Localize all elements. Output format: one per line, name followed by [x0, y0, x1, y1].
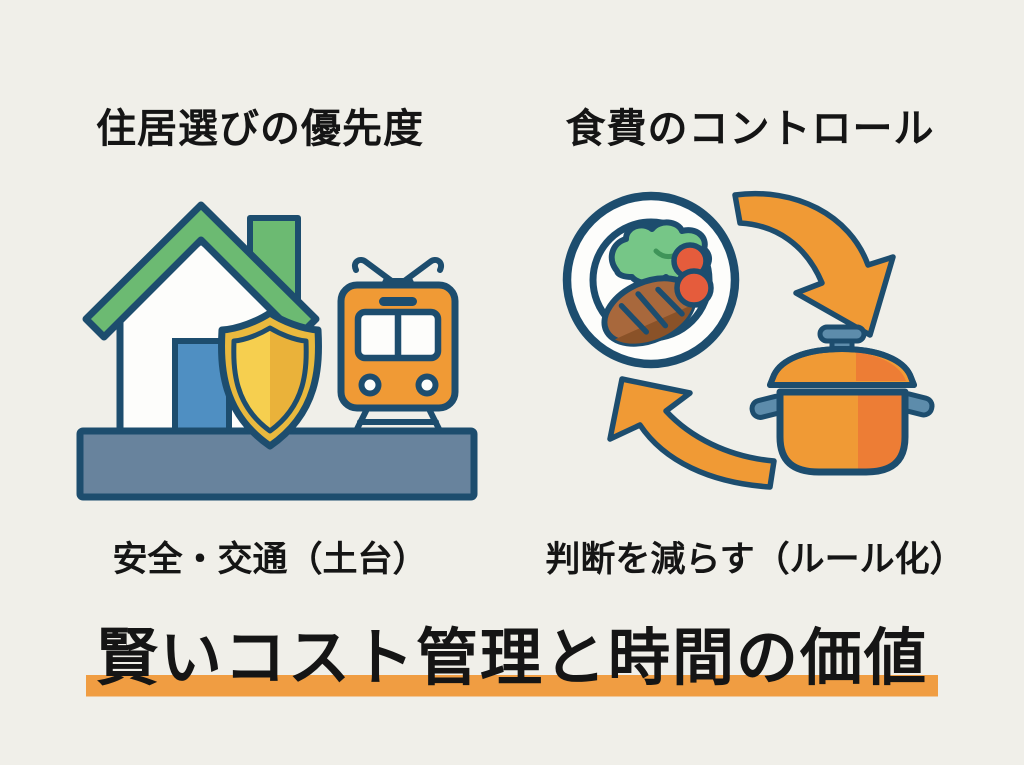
- tomato: [674, 268, 714, 308]
- shield-icon: [218, 309, 322, 450]
- right-panel-caption: 判断を減らす（ルール化）: [545, 540, 965, 579]
- main-title: 賢いコスト管理と時間の価値: [0, 620, 1024, 699]
- left-panel-heading: 住居選びの優先度: [96, 107, 424, 151]
- pot-body: [776, 388, 909, 476]
- main-title-highlight: 賢いコスト管理と時間の価値: [85, 624, 938, 699]
- clockwise-arrow-top-icon: [732, 190, 896, 338]
- cooking-pot-icon: [749, 324, 935, 476]
- train-icon: [337, 257, 459, 438]
- meal-cycle-illustration: [562, 190, 935, 490]
- housing-illustration: [76, 201, 478, 501]
- left-panel-caption: 安全・交通（土台）: [112, 540, 428, 579]
- right-panel-heading: 食費のコントロール: [565, 107, 935, 151]
- clockwise-arrow-bottom-icon: [607, 376, 777, 490]
- pot-lid: [767, 346, 917, 388]
- meal-plate-icon: [562, 191, 740, 369]
